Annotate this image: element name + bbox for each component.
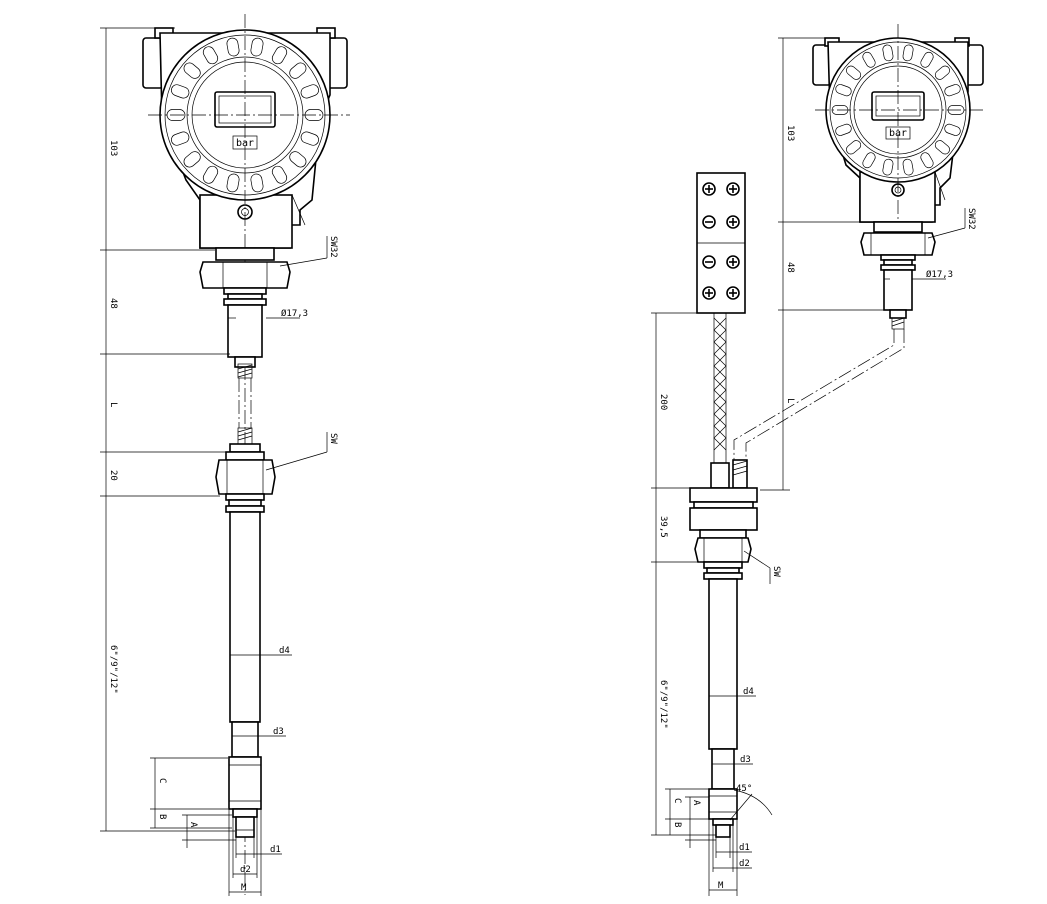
right-dim-neck-height: 48 [785,262,795,273]
left-view: bar [100,14,350,896]
right-callout-diameter: Ø17,3 [926,269,953,280]
right-dim-thread-b: B [672,822,682,827]
left-dim-head-height: 103 [108,140,118,156]
right-adapter [689,459,758,580]
grip-slot [289,151,307,168]
right-dim-thread-c: C [672,798,682,803]
right-dim-adapter-height: 39,5 [658,516,668,538]
left-dim-capillary-length: L [108,402,118,407]
left-callout-d2: d2 [240,865,251,875]
terminal-screw [726,255,740,269]
grip-slot [944,123,961,136]
grip-slot [183,151,201,168]
right-callout-angle: 45° [736,784,752,794]
right-callout-d4: d4 [743,687,754,697]
grip-slot [271,46,288,65]
right-callout-m: M [718,881,724,891]
right-cable [713,312,727,464]
left-callout-sw32: SW32 [328,236,338,258]
left-dim-neck-height: 48 [108,298,118,309]
grip-slot [835,123,852,136]
grip-slot [171,84,190,99]
left-transmitter-head: bar [142,14,350,895]
grip-slot [835,84,852,97]
grip-slot [289,62,307,79]
grip-slot [250,37,264,57]
grip-slot [300,84,319,99]
grip-slot [846,65,862,80]
right-dim-thread-a: A [691,800,701,806]
grip-slot [202,165,219,184]
grip-slot [226,173,240,193]
left-probe [228,511,262,838]
left-dim-nut-height: 20 [108,470,118,481]
grip-slot [934,140,950,155]
left-capillary [238,378,252,428]
right-callout-d1: d1 [739,843,750,853]
grip-slot [902,44,914,62]
right-process-connection [860,221,936,330]
left-callout-d3: d3 [273,727,284,737]
left-callouts: SW32 Ø17,3 SW d4 d3 d1 d2 M [228,236,338,896]
grip-slot [183,62,201,79]
left-callout-d4: d4 [279,646,290,656]
left-dim-thread-c: C [157,778,167,783]
terminal-screw [702,286,716,300]
right-callouts: SW32 Ø17,3 SW d4 d3 45° d1 d2 [708,208,976,896]
left-callout-diameter: Ø17,3 [281,308,308,319]
grip-slot [920,152,934,169]
terminal-screw [702,255,716,269]
right-dim-head-height: 103 [785,125,795,141]
grip-slot [882,44,894,62]
grip-slot [862,51,876,68]
grip-slot [920,51,934,68]
right-cover-grip-slots [831,44,965,176]
terminal-screw [726,286,740,300]
grip-slot [171,131,190,146]
right-transmitter-head: bar [812,24,985,300]
terminal-screws [702,182,740,300]
left-callout-sw: SW [328,433,338,444]
grip-slot [226,37,240,57]
grip-slot [862,152,876,169]
terminal-screw [726,182,740,196]
right-callout-sw32: SW32 [966,208,976,230]
left-dim-thread-b: B [157,814,167,819]
right-callout-sw: SW [771,566,781,577]
left-dim-thread-a: A [188,822,198,828]
right-dim-cable-length: 200 [658,394,668,410]
grip-slot [300,131,319,146]
terminal-screw [726,215,740,229]
right-dim-probe-length: 6"/9"/12" [658,680,668,729]
left-callout-d1: d1 [270,845,281,855]
grip-slot [944,84,961,97]
left-process-connection [199,247,291,379]
right-callout-d2: d2 [739,859,750,869]
grip-slot [271,165,288,184]
right-probe [708,578,738,838]
right-display-unit: bar [889,128,907,139]
left-display-unit: bar [236,138,254,149]
left-dim-probe-length: 6"/9"/12" [108,645,118,694]
terminal-screw [702,182,716,196]
right-terminal-block [696,172,746,314]
grip-slot [202,46,219,65]
right-dim-capillary-length: L [785,398,795,403]
grip-slot [934,65,950,80]
left-callout-m: M [241,883,247,893]
right-capillary [733,329,905,460]
left-dimension-chain: 103 48 L 20 6"/9"/12" C B A [100,27,236,848]
grip-slot [250,173,264,193]
grip-slot [882,158,894,176]
right-callout-d3: d3 [740,755,751,765]
terminal-screw [702,215,716,229]
right-view: bar [651,24,985,896]
grip-slot [902,158,914,176]
right-dimension-chain: 103 48 L 200 39,5 6"/9"/12" C B A [651,37,884,848]
grip-slot [846,140,862,155]
